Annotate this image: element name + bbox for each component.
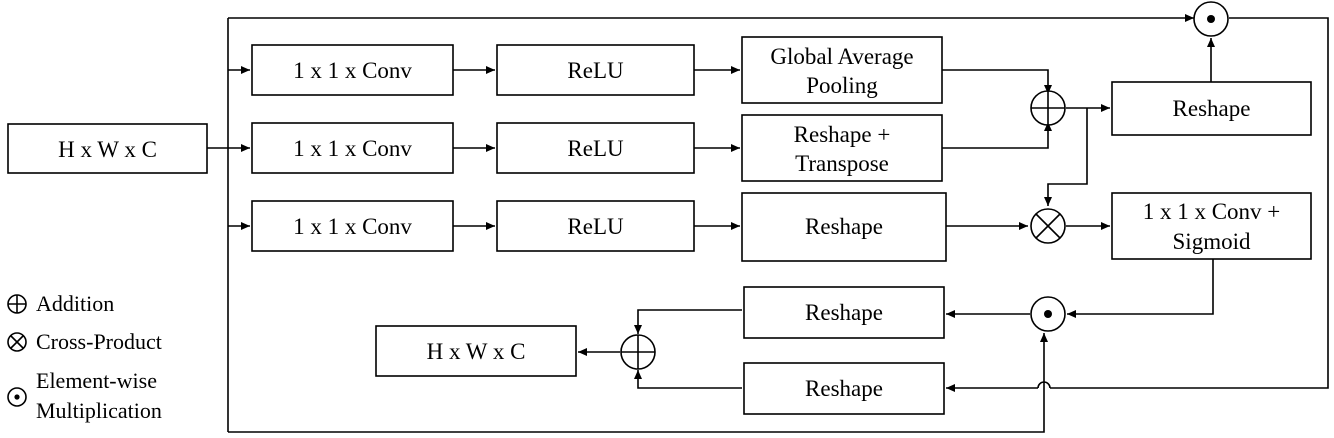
reshape-mid: Reshape — [743, 286, 945, 339]
legend-addition: Addition — [7, 291, 114, 316]
legend-addition-label: Addition — [36, 291, 114, 316]
reshape-transpose: Reshape + Transpose — [741, 114, 943, 182]
branch3-reshape: Reshape — [741, 192, 947, 262]
global-average-pooling: Global Average Pooling — [741, 36, 943, 104]
branch3-conv-label: 1 x 1 x Conv — [293, 214, 412, 239]
output-label: H x W x C — [427, 339, 526, 364]
reshape-top: Reshape — [1111, 81, 1312, 136]
input-label: H x W x C — [58, 137, 157, 162]
branch3-relu-label: ReLU — [567, 214, 624, 239]
branch2-conv-label: 1 x 1 x Conv — [293, 136, 412, 161]
reshape-bottom: Reshape — [743, 362, 945, 415]
reshape-bottom-label: Reshape — [805, 376, 883, 401]
legend-elementwise: Element-wise Multiplication — [7, 368, 162, 423]
branch1-conv: 1 x 1 x Conv — [251, 44, 454, 96]
addition-operator-top — [1030, 90, 1066, 126]
legend-elementwise-label-line1: Element-wise — [36, 368, 157, 393]
conv-sigmoid: 1 x 1 x Conv + Sigmoid — [1111, 192, 1312, 260]
branch2-relu: ReLU — [496, 122, 695, 174]
cross-product-operator — [1030, 208, 1066, 244]
legend: Addition Cross-Product Element-wise Mult… — [7, 291, 162, 423]
addition-operator-bottom — [620, 334, 656, 370]
branch1-relu-label: ReLU — [567, 58, 624, 83]
legend-cross-product: Cross-Product — [7, 329, 162, 354]
output-node: H x W x C — [375, 325, 577, 377]
input-node: H x W x C — [7, 123, 208, 174]
gap-label-line2: Pooling — [806, 73, 878, 98]
branch1-relu: ReLU — [496, 44, 695, 96]
elementwise-mult-operator-top — [1193, 1, 1229, 37]
rt-label-line1: Reshape + — [794, 122, 891, 147]
conv-sigmoid-label-line1: 1 x 1 x Conv + — [1143, 199, 1281, 224]
gap-label-line1: Global Average — [770, 44, 913, 69]
branch3-conv: 1 x 1 x Conv — [251, 200, 454, 252]
branch2-conv: 1 x 1 x Conv — [251, 122, 454, 174]
branch3-reshape-label: Reshape — [805, 214, 883, 239]
legend-elementwise-label-line2: Multiplication — [36, 398, 162, 423]
branch1-conv-label: 1 x 1 x Conv — [293, 58, 412, 83]
connectors — [207, 14, 1329, 433]
branch2-relu-label: ReLU — [567, 136, 624, 161]
branch3-relu: ReLU — [496, 200, 695, 252]
elementwise-mult-operator-bottom — [1030, 296, 1066, 332]
reshape-top-label: Reshape — [1173, 96, 1251, 121]
reshape-mid-label: Reshape — [805, 300, 883, 325]
conv-sigmoid-label-line2: Sigmoid — [1173, 229, 1251, 254]
rt-label-line2: Transpose — [795, 151, 889, 176]
legend-cross-product-label: Cross-Product — [36, 329, 162, 354]
